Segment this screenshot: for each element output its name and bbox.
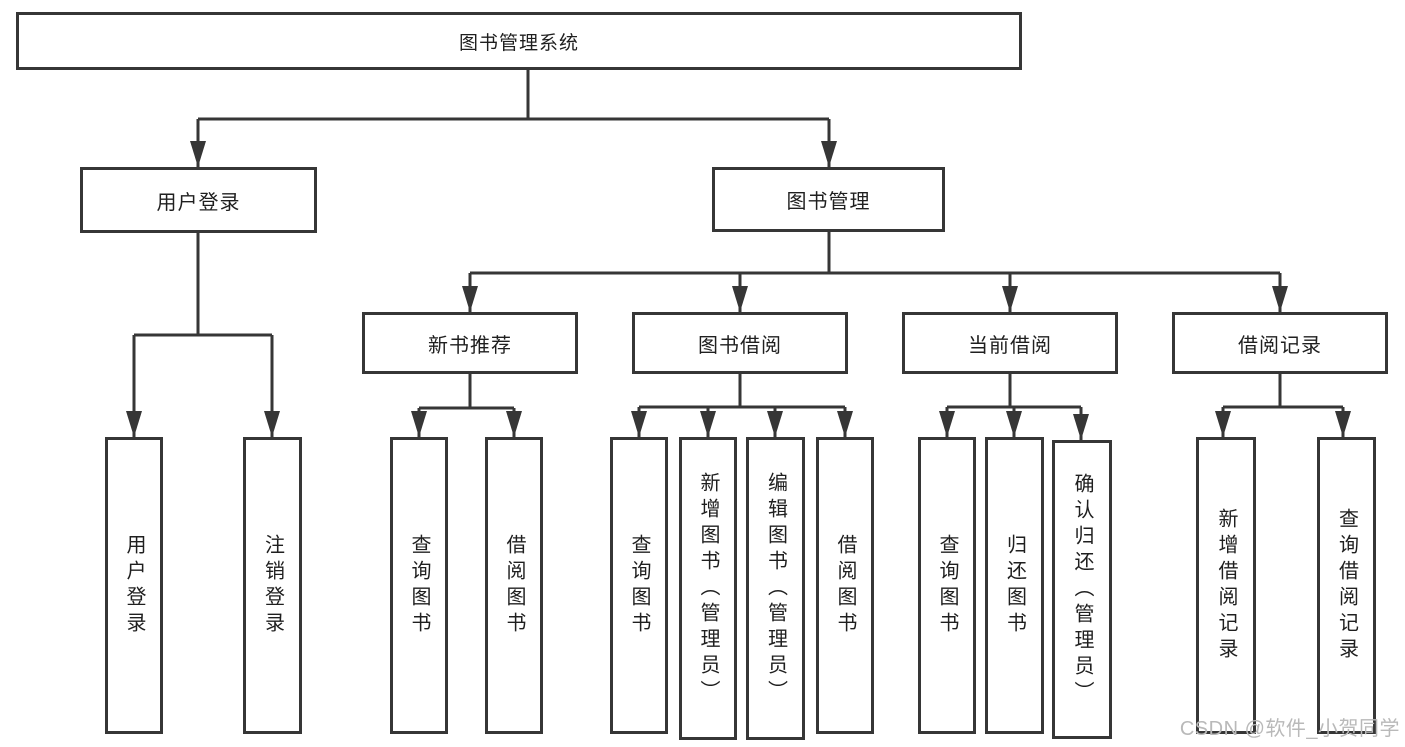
node-label: 图书借阅: [698, 334, 782, 357]
node-new-book-recommend: 新书推荐: [362, 312, 578, 374]
node-label: 查询借阅记录: [1335, 507, 1358, 664]
leaf-logout: 注销登录: [243, 437, 302, 734]
node-label: 借阅图书: [503, 533, 525, 638]
node-book-management: 图书管理: [712, 167, 945, 232]
node-label: 当前借阅: [968, 334, 1052, 357]
node-label: 用户登录: [123, 533, 145, 638]
watermark-text: CSDN @软件_小贺同学: [1179, 718, 1400, 740]
leaf-user-login: 用户登录: [105, 437, 163, 734]
leaf-add-book-admin: 新增图书（管理员）: [679, 437, 737, 740]
node-library-management-system: 图书管理系统: [16, 12, 1022, 70]
node-book-borrow: 图书借阅: [632, 312, 848, 374]
node-borrow-records: 借阅记录: [1172, 312, 1388, 374]
node-label: 用户登录: [156, 191, 241, 214]
leaf-query-borrow-record: 查询借阅记录: [1317, 437, 1376, 734]
leaf-borrow-books-2: 借阅图书: [816, 437, 874, 734]
node-label: 查询图书: [408, 533, 430, 638]
leaf-borrow-books-1: 借阅图书: [485, 437, 543, 734]
leaf-query-books-3: 查询图书: [918, 437, 976, 734]
node-label: 图书管理系统: [458, 32, 579, 54]
node-label: 确认归还（管理员）: [1071, 472, 1093, 707]
node-label: 新增借阅记录: [1215, 507, 1237, 664]
node-label: 编辑图书（管理员）: [764, 471, 787, 706]
node-label: 借阅图书: [834, 533, 856, 638]
node-label: 新书推荐: [428, 334, 512, 357]
leaf-query-books-1: 查询图书: [390, 437, 448, 734]
leaf-confirm-return-admin: 确认归还（管理员）: [1052, 440, 1112, 739]
node-label: 注销登录: [261, 533, 284, 638]
node-user-login: 用户登录: [80, 167, 317, 233]
leaf-edit-book-admin: 编辑图书（管理员）: [746, 437, 805, 740]
node-current-borrow: 当前借阅: [902, 312, 1118, 374]
node-label: 归还图书: [1003, 533, 1026, 638]
leaf-query-books-2: 查询图书: [610, 437, 668, 734]
node-label: 查询图书: [936, 533, 958, 638]
node-label: 图书管理: [786, 191, 871, 213]
node-label: 借阅记录: [1238, 334, 1322, 357]
node-label: 查询图书: [628, 533, 650, 638]
node-label: 新增图书（管理员）: [697, 471, 719, 706]
leaf-add-borrow-record: 新增借阅记录: [1196, 437, 1256, 734]
leaf-return-book: 归还图书: [985, 437, 1044, 734]
